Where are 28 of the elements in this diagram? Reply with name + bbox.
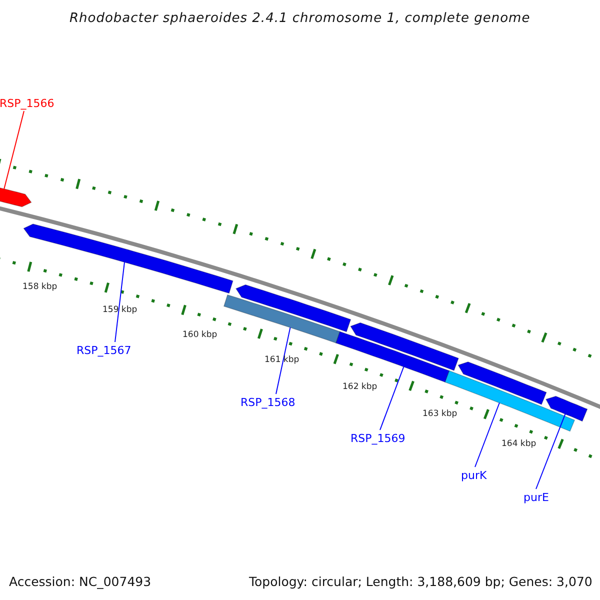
tick-label: 158 kbp bbox=[22, 282, 58, 291]
leader-line bbox=[536, 414, 566, 490]
gene-feature bbox=[235, 284, 352, 332]
leader-line bbox=[4, 110, 24, 190]
gene-label: purE bbox=[524, 492, 549, 502]
tick-label: 159 kbp bbox=[102, 306, 138, 314]
gene-label: purK bbox=[461, 470, 487, 480]
tick-label: 163 kbp bbox=[422, 410, 458, 418]
title: Rhodobacter sphaeroides 2.4.1 chromosome 1, complete genome bbox=[70, 12, 530, 24]
gene-label: RSP_1567 bbox=[76, 344, 132, 356]
tick-label: 164 kbp bbox=[502, 440, 536, 448]
footer-text: Accession: NC_007493 bbox=[9, 576, 152, 588]
tick-label: 162 kbp bbox=[342, 382, 378, 391]
tick-label: 160 kbp bbox=[182, 330, 218, 339]
gene-label: RSP_1569 bbox=[350, 432, 406, 444]
leader-line bbox=[380, 366, 404, 430]
gene-feature bbox=[223, 294, 340, 344]
leader-line bbox=[474, 402, 500, 468]
leader-line bbox=[114, 262, 125, 342]
gene-label: RSP_1566 bbox=[0, 98, 54, 108]
gene-feature bbox=[350, 322, 460, 372]
footer-text: Topology: circular; Length: 3,188,609 bp; Genes: 3,070 bbox=[249, 576, 592, 588]
gene-label: RSP_1568 bbox=[240, 396, 296, 408]
gene-feature bbox=[336, 331, 450, 383]
gene-feature bbox=[545, 396, 588, 422]
gene-feature bbox=[23, 224, 234, 294]
gene-feature bbox=[458, 361, 547, 406]
tick-label: 161 kbp bbox=[264, 356, 300, 364]
